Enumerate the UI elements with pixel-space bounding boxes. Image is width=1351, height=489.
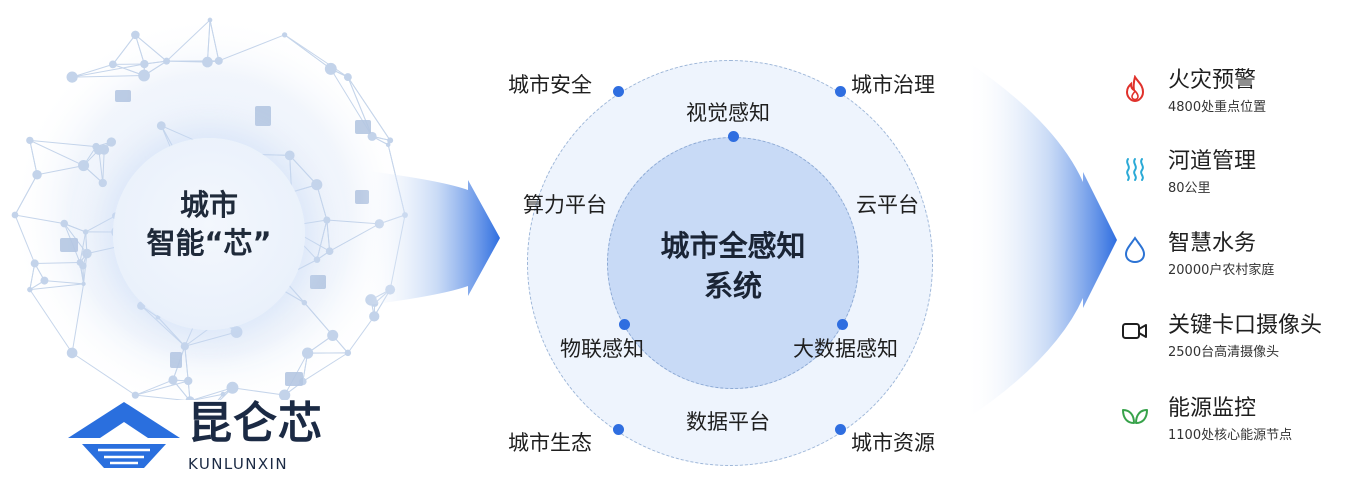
network-node (106, 137, 117, 147)
kunlunxin-logo-icon (68, 402, 180, 468)
network-node (230, 326, 243, 338)
outcome-title-river-management: 河道管理 (1168, 149, 1257, 174)
flow-arrow-right (965, 60, 1117, 420)
network-node (301, 299, 308, 306)
network-node (138, 69, 150, 82)
chip-circle (113, 138, 305, 330)
chip-label: 城市 智能“芯” (113, 186, 305, 262)
network-node (180, 342, 189, 351)
network-node (387, 137, 394, 144)
network-node (281, 32, 288, 38)
network-node (323, 216, 331, 224)
outer-dot-top-right (835, 86, 846, 97)
network-node (168, 375, 178, 385)
network-node (367, 131, 377, 141)
center-title: 城市全感知 系统 (607, 226, 859, 306)
inner-dot-top (728, 131, 739, 142)
network-node (92, 142, 100, 151)
water-drop-icon (1124, 236, 1146, 264)
water-wave-icon (1126, 158, 1144, 181)
network-node (220, 391, 226, 397)
network-node (82, 229, 89, 235)
network-node (40, 276, 49, 285)
network-node (369, 311, 380, 322)
inner-dot-bottom-left (619, 319, 630, 330)
network-node (32, 170, 42, 180)
center-title-line2: 系统 (703, 269, 762, 303)
network-node (184, 376, 193, 386)
inner-ring (607, 137, 859, 389)
center-title-line1: 城市全感知 (660, 229, 806, 263)
outer-dot-top-left (613, 86, 624, 97)
network-node (78, 160, 90, 172)
network-node (82, 248, 92, 259)
network-node (214, 56, 223, 65)
network-node (278, 389, 291, 400)
label-data-platform: 数据平台 (686, 410, 770, 434)
network-node (343, 73, 352, 82)
outcome-title-key-cameras: 关键卡口摄像头 (1168, 313, 1323, 338)
outer-dot-bottom-right (835, 424, 846, 435)
network-node (98, 178, 107, 188)
outcome-sub-smart-water: 20000户农村家庭 (1168, 263, 1275, 278)
label-compute-platform: 算力平台 (523, 193, 607, 217)
network-node (284, 150, 295, 161)
flame-icon (1125, 75, 1145, 103)
network-node (81, 281, 86, 287)
network-node (66, 71, 78, 83)
leaf-icon (1122, 409, 1148, 424)
chip-label-line1: 城市 (179, 188, 238, 222)
outcome-sub-energy-monitoring: 1100处核心能源节点 (1168, 428, 1293, 443)
network-node (156, 121, 166, 131)
label-city-governance: 城市治理 (851, 73, 935, 97)
network-node (344, 349, 352, 357)
label-cloud-platform: 云平台 (856, 193, 919, 217)
network-node (131, 391, 139, 399)
network-node (301, 347, 314, 359)
label-city-security: 城市安全 (508, 73, 592, 97)
network-node (385, 142, 391, 148)
network-node (313, 256, 321, 263)
outcome-title-energy-monitoring: 能源监控 (1168, 396, 1257, 421)
outer-dot-bottom-left (613, 424, 624, 435)
label-iot-perception: 物联感知 (560, 337, 644, 361)
network-node (163, 57, 171, 65)
network-node (311, 179, 323, 191)
logo-name-en: KUNLUNXIN (188, 455, 288, 473)
network-node (226, 381, 239, 394)
logo-name-cn: 昆仑芯 (188, 398, 323, 449)
label-visual-perception: 视觉感知 (686, 101, 770, 125)
network-node (109, 60, 117, 69)
chip-label-line2: 智能“芯” (146, 226, 272, 260)
outcome-title-fire-warning: 火灾预警 (1168, 68, 1257, 93)
network-node (325, 247, 334, 256)
network-node (327, 329, 339, 341)
network-node (79, 262, 87, 270)
camera-icon (1122, 323, 1147, 339)
inner-dot-bottom-right (837, 319, 848, 330)
outcome-sub-river-management: 80公里 (1168, 181, 1211, 196)
outcome-sub-fire-warning: 4800处重点位置 (1168, 100, 1267, 115)
network-node (202, 56, 213, 68)
network-node (185, 396, 195, 400)
network-node (66, 347, 78, 359)
network-node (26, 136, 34, 145)
outcome-title-smart-water: 智慧水务 (1168, 231, 1257, 256)
network-node (140, 59, 149, 69)
label-city-resources: 城市资源 (851, 431, 935, 455)
network-node (27, 286, 33, 293)
network-node (131, 30, 140, 40)
network-node (60, 219, 69, 228)
network-node (207, 17, 213, 23)
network-node (30, 259, 39, 268)
flow-arrow-left (360, 170, 500, 306)
outcome-sub-key-cameras: 2500台高清摄像头 (1168, 345, 1280, 360)
network-node (324, 62, 337, 75)
label-big-data-perception: 大数据感知 (793, 337, 898, 361)
network-node (11, 211, 19, 219)
label-city-ecology: 城市生态 (508, 431, 592, 455)
